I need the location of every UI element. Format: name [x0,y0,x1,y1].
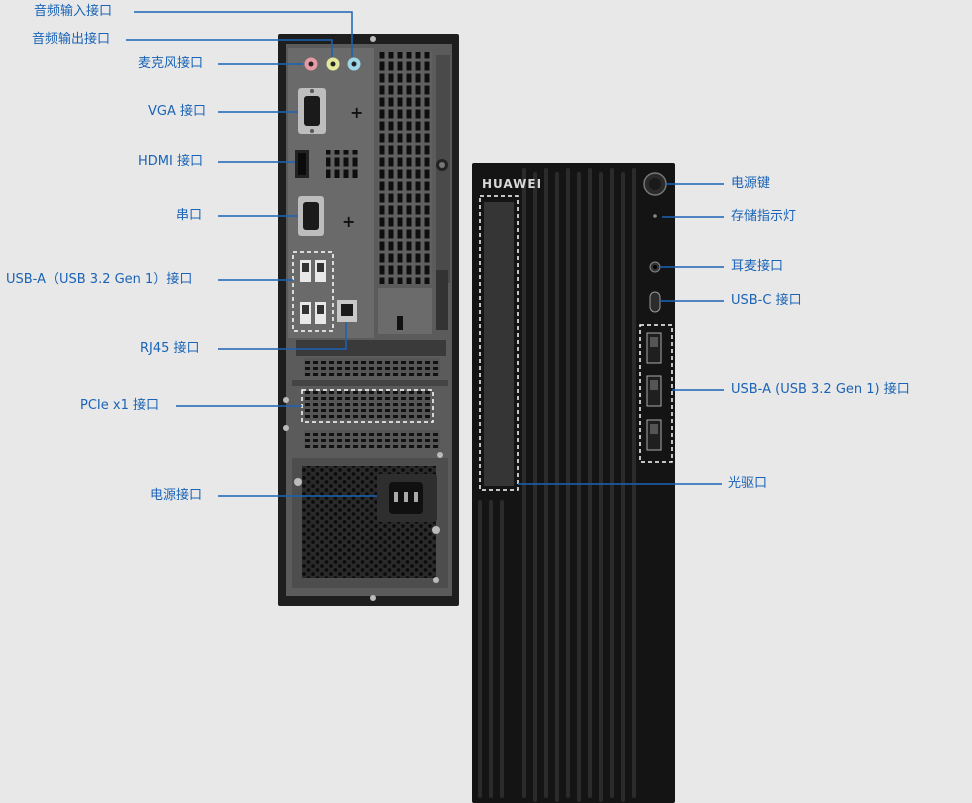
usb-a-rear-highlight [292,251,334,332]
vent-fin [632,168,636,798]
label-headset: 耳麦接口 [731,259,784,274]
leader-rj45 [218,322,347,350]
audio-jacks [304,57,361,71]
label-storage-led: 存储指示灯 [731,209,797,224]
vent-fin [533,172,537,802]
power-socket-icon [377,474,437,522]
power-button-icon [643,172,667,196]
usb-a-rear-group [300,260,326,324]
vent-fin [610,168,614,798]
vent-fin [522,168,526,798]
usb-a-front-group [646,332,662,451]
screw-icon [370,36,376,42]
label-vga: VGA 接口 [148,104,206,119]
vent-fin [500,500,504,798]
vga-port-icon [298,88,326,134]
label-usb-a-rear: USB-A（USB 3.2 Gen 1）接口 [6,272,193,287]
vent-fin [555,172,559,802]
vent-fin [478,500,482,798]
storage-led [653,214,657,218]
pcie-slot [304,390,430,420]
label-serial: 串口 [176,208,203,223]
svg-text:+: + [342,212,355,231]
vent-fin [588,168,592,798]
leader-audio-out [126,39,333,57]
front-vent-fins [478,168,636,802]
vent-fin [544,168,548,798]
usb-a-front-highlight [639,324,673,463]
label-usb-c: USB-C 接口 [731,293,802,308]
label-rj45: RJ45 接口 [140,341,200,356]
label-optical-drive: 光驱口 [728,476,768,491]
label-audio-out: 音频输出接口 [32,32,111,47]
hdmi-port-icon [295,150,309,178]
brand-logo: HUAWEI [482,177,542,191]
serial-port-icon [298,196,324,236]
leader-audio-in [134,11,353,57]
usb-c-port-icon [649,291,661,313]
optical-drive-bay [484,202,514,486]
vent-fin [599,172,603,802]
label-hdmi: HDMI 接口 [138,154,203,169]
vent-fin [489,500,493,798]
label-power-port: 电源接口 [150,488,203,503]
rear-vent-grid [378,52,432,284]
vent-fin [621,172,625,802]
front-chassis: HUAWEI [472,163,675,803]
vent-fin [577,172,581,802]
label-mic: 麦克风接口 [138,56,204,71]
svg-text:+: + [350,103,363,122]
leader-lines [126,11,724,497]
vent-fin [566,168,570,798]
label-usb-a-front: USB-A (USB 3.2 Gen 1) 接口 [731,382,910,397]
rear-chassis: + + [278,34,459,606]
label-audio-in: 音频输入接口 [34,4,113,19]
ethernet-port-icon [337,300,357,322]
label-power-button: 电源键 [731,176,771,191]
optical-drive-highlight [479,195,519,491]
label-pcie: PCIe x1 接口 [80,398,159,413]
